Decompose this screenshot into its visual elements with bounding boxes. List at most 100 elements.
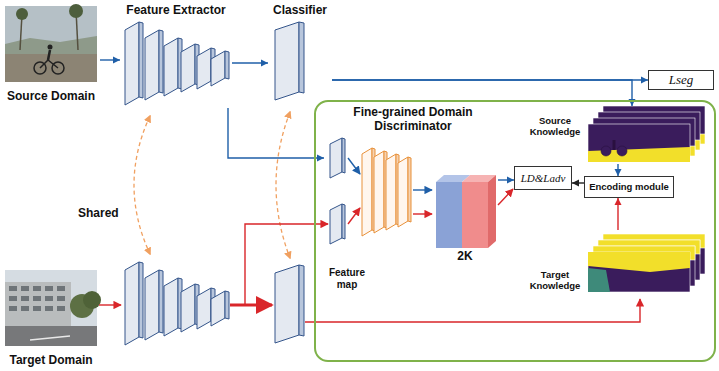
- target-photo-part-part: [57, 286, 65, 291]
- shared-arcs-part: [276, 112, 290, 258]
- feature-map-layers-part: [330, 138, 342, 178]
- classifier-layer-part: [275, 22, 299, 100]
- feature-extractor-layers: [125, 262, 229, 345]
- feature-extractor-layers-part: [139, 22, 143, 98]
- target-photo-part-part: [57, 296, 65, 301]
- arrow-head: [261, 60, 268, 67]
- target-photo-part: [9, 286, 65, 311]
- target-photo-part: [30, 336, 70, 340]
- target-photo-part-part: [45, 286, 53, 291]
- feature-extractor-layers-part: [145, 270, 159, 340]
- target-knowledge-maps-part: [588, 252, 690, 292]
- target-photo-part-part: [33, 306, 41, 311]
- output-block: 2K: [432, 172, 498, 264]
- source-knowledge-maps-part: [601, 146, 611, 156]
- target-photo-part-part: [57, 306, 65, 311]
- red-flow-part: [413, 213, 432, 214]
- connector: [332, 80, 636, 106]
- classifier-layer-part: [275, 265, 299, 343]
- source-photo-part: [5, 6, 97, 82]
- red-flow: [99, 189, 640, 322]
- target-image: Target Domain: [2, 266, 100, 368]
- connector: [572, 180, 584, 187]
- feature-extractor-layers-part: [181, 44, 195, 92]
- feature-map: Feature map: [324, 136, 370, 290]
- feature-extractor-layers-part: [159, 270, 163, 333]
- red-flow-part: [99, 304, 121, 305]
- node-text: Classifier: [273, 4, 327, 18]
- source-knowledge-maps-part: [617, 146, 627, 156]
- loss-box: LD&Ladv: [514, 166, 572, 190]
- shared-label: Shared: [78, 206, 119, 220]
- connector: [615, 198, 622, 230]
- source-photo-part: [48, 50, 50, 60]
- feature-extractor-layers-part: [197, 48, 211, 89]
- arrow-head: [641, 77, 648, 84]
- connector: [498, 177, 514, 184]
- target-photo-part-part: [9, 296, 17, 301]
- discriminator-layers: [362, 148, 411, 236]
- arrow-head: [317, 155, 324, 162]
- node-text: Source Domain: [7, 90, 95, 104]
- source-photo-part: [69, 4, 83, 18]
- node-text: 2K: [457, 250, 472, 264]
- discriminator-layers-part: [362, 148, 372, 236]
- red-flow-part: [348, 208, 360, 224]
- output-volume-part: [436, 182, 462, 248]
- loss-box: Lseg: [648, 70, 714, 90]
- connector: [615, 164, 622, 176]
- target-photo-part: [5, 326, 97, 346]
- discriminator-layers-part: [398, 157, 408, 227]
- node-text: Fine-grained Domain Discriminator: [348, 106, 478, 134]
- node-text: Target Knowledge: [528, 270, 582, 292]
- feature-map-layers-part: [342, 204, 345, 239]
- source-photo-part: [5, 54, 97, 82]
- feature-map-layers-part: [330, 204, 342, 244]
- arrow-head: [507, 177, 514, 184]
- feature-extractor-layers-part: [159, 30, 163, 93]
- source-knowledge-maps-part: [588, 124, 690, 162]
- arrow-head: [113, 57, 120, 64]
- shared-arcs: [134, 112, 290, 258]
- output-volume: [436, 175, 496, 248]
- encoding-module: Encoding module: [584, 176, 674, 198]
- blue-flow: [348, 158, 432, 190]
- red-flow-part: [305, 299, 640, 322]
- target-photo-part: [5, 270, 97, 346]
- classifier-layer-part: [299, 22, 304, 93]
- blue-flow-part: [348, 158, 360, 174]
- discriminator-layers-part: [374, 151, 384, 233]
- red-flow-part: [230, 304, 272, 307]
- node-text: LD&Ladv: [521, 172, 566, 185]
- connector-line: [332, 80, 632, 106]
- connector: [228, 108, 324, 162]
- target-photo-part-part: [21, 306, 29, 311]
- target-photo-part-part: [21, 296, 29, 301]
- target-photo: [5, 270, 101, 346]
- feature-extractor-layers-part: [211, 291, 225, 326]
- node-text: Lseg: [669, 73, 694, 88]
- source-knowledge-maps-part: [588, 147, 690, 162]
- feature-extractor-layers-part: [211, 51, 225, 86]
- node-text: Feature Extractor: [126, 4, 225, 18]
- red-flow-part: [498, 189, 513, 205]
- target-photo-part-part: [9, 306, 17, 311]
- target-knowledge-maps: [588, 234, 705, 292]
- target-photo-part-part: [33, 286, 41, 291]
- discriminator-region: Fine-grained Domain DiscriminatorFeature…: [314, 100, 716, 362]
- feature-extractor-layers-part: [125, 22, 139, 105]
- target-knowledge-maps-part: [588, 268, 610, 292]
- target-photo-part: [5, 282, 71, 326]
- output-volume-part: [488, 175, 496, 248]
- target-photo-part-part: [9, 286, 17, 291]
- source-knowledge-maps: [588, 106, 705, 162]
- target-photo-part-part: [45, 296, 53, 301]
- connector: [100, 57, 120, 64]
- target-photo-part-part: [21, 286, 29, 291]
- feature-extractor-layers-part: [225, 51, 229, 79]
- feature-extractor-layers-part: [225, 291, 229, 319]
- source-photo: [5, 4, 97, 82]
- source-knowledge-maps-part: [613, 140, 616, 150]
- node-text: Target Domain: [9, 354, 92, 368]
